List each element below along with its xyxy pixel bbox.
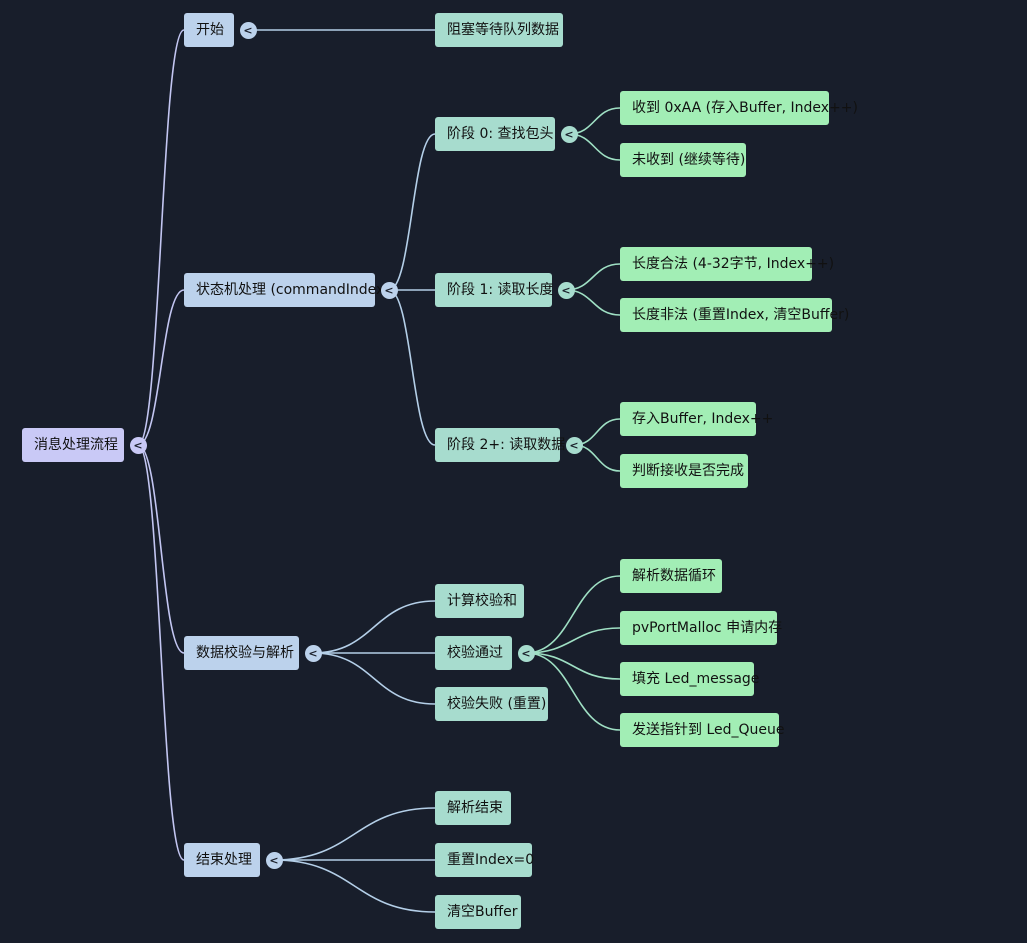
- node-fsm-2[interactable]: 阶段 2+: 读取数据: [435, 428, 565, 462]
- link-verify: [137, 444, 185, 654]
- node-end-1[interactable]: 解析结束: [435, 791, 511, 825]
- collapse-toggle-root[interactable]: <: [129, 436, 147, 454]
- link-verify-2-b: [525, 627, 621, 654]
- node-fsm-1-b[interactable]: 长度非法 (重置Index, 清空Buffer): [620, 298, 849, 332]
- node-root[interactable]: 消息处理流程: [22, 428, 124, 462]
- node-fsm-0-a[interactable]: 收到 0xAA (存入Buffer, Index++): [620, 91, 858, 125]
- node-start[interactable]: 开始: [184, 13, 234, 47]
- node-end-2[interactable]: 重置Index=0: [435, 843, 534, 877]
- node-verify-2-b[interactable]: pvPortMalloc 申请内存: [620, 611, 782, 645]
- node-fsm[interactable]: 状态机处理 (commandIndex): [184, 273, 390, 307]
- node-fsm-0[interactable]: 阶段 0: 查找包头: [435, 117, 555, 151]
- link-verify-2-c: [525, 652, 621, 680]
- collapse-toggle-end[interactable]: <: [265, 851, 283, 869]
- node-end-3[interactable]: 清空Buffer: [435, 895, 521, 929]
- link-end-3: [273, 859, 436, 913]
- collapse-toggle-start[interactable]: <: [239, 21, 257, 39]
- link-end: [137, 444, 185, 861]
- node-fsm-2-a[interactable]: 存入Buffer, Index++: [620, 402, 773, 436]
- node-verify[interactable]: 数据校验与解析: [184, 636, 299, 670]
- node-verify-2[interactable]: 校验通过: [435, 636, 512, 670]
- link-verify-1: [312, 600, 436, 654]
- node-end[interactable]: 结束处理: [184, 843, 260, 877]
- link-end-1: [273, 807, 436, 861]
- collapse-toggle-fsm-1[interactable]: <: [557, 281, 575, 299]
- node-fsm-2-b[interactable]: 判断接收是否完成: [620, 454, 748, 488]
- collapse-toggle-fsm[interactable]: <: [380, 281, 398, 299]
- link-verify-2-d: [525, 652, 621, 731]
- collapse-toggle-verify-2[interactable]: <: [517, 644, 535, 662]
- collapse-toggle-fsm-0[interactable]: <: [560, 125, 578, 143]
- link-fsm: [137, 289, 185, 446]
- node-fsm-1[interactable]: 阶段 1: 读取长度: [435, 273, 554, 307]
- node-fsm-1-a[interactable]: 长度合法 (4-32字节, Index++): [620, 247, 834, 281]
- link-verify-3: [312, 652, 436, 705]
- node-verify-1[interactable]: 计算校验和: [435, 584, 524, 618]
- link-verify-2-a: [525, 575, 621, 654]
- node-fsm-0-b[interactable]: 未收到 (继续等待): [620, 143, 746, 177]
- link-start: [137, 29, 185, 446]
- node-verify-3[interactable]: 校验失败 (重置): [435, 687, 548, 721]
- node-start-1[interactable]: 阻塞等待队列数据: [435, 13, 563, 47]
- link-fsm-2: [388, 289, 436, 446]
- node-verify-2-d[interactable]: 发送指针到 Led_Queue: [620, 713, 785, 747]
- node-verify-2-a[interactable]: 解析数据循环: [620, 559, 722, 593]
- link-fsm-0: [388, 133, 436, 291]
- node-verify-2-c[interactable]: 填充 Led_message: [620, 662, 759, 696]
- collapse-toggle-fsm-2[interactable]: <: [565, 436, 583, 454]
- collapse-toggle-verify[interactable]: <: [304, 644, 322, 662]
